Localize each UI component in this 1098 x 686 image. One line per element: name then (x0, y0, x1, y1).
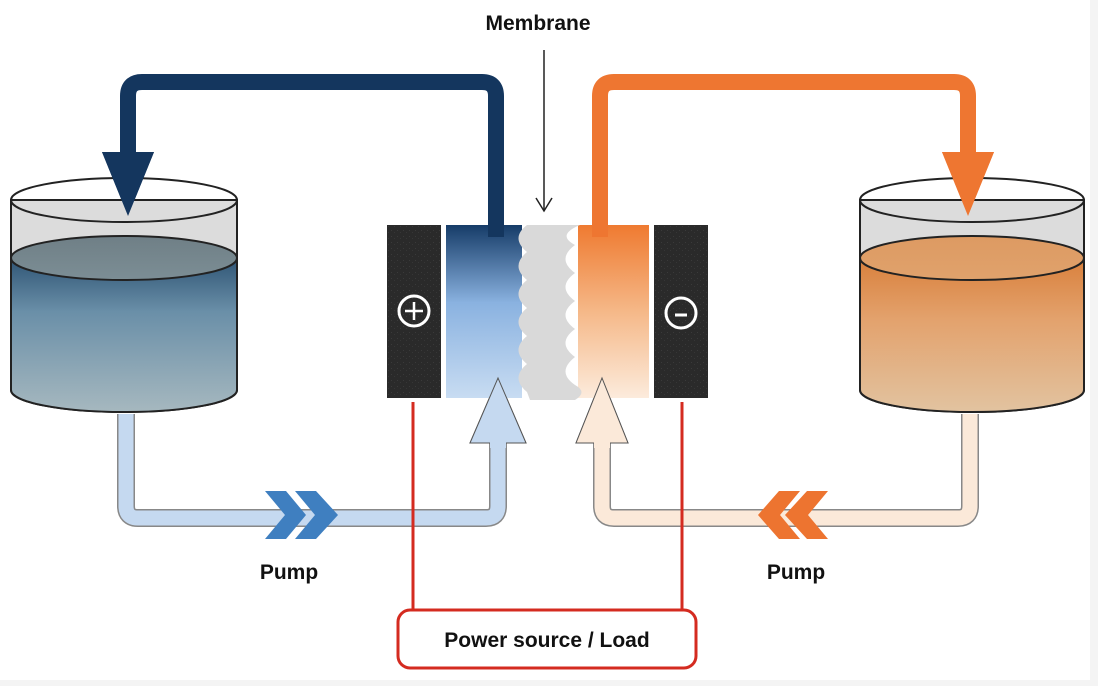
right-tank-inlet-arrow-icon (942, 152, 994, 216)
positive-half-cell (446, 225, 522, 398)
negative-electrode (654, 225, 708, 398)
membrane-label: Membrane (485, 12, 590, 35)
negative-half-cell (578, 225, 649, 398)
power-source-label: Power source / Load (444, 629, 649, 652)
right-pump-icon (758, 491, 828, 539)
membrane (518, 225, 582, 400)
left-pump-label: Pump (260, 561, 318, 584)
positive-electrode (387, 225, 441, 398)
circuit-wires (411, 402, 684, 612)
minus-icon (664, 296, 698, 330)
plus-icon (397, 294, 431, 328)
power-source-box (396, 608, 698, 670)
right-pump-label: Pump (767, 561, 825, 584)
left-tank-inlet-arrow-icon (102, 152, 154, 216)
catholyte-outlet (488, 225, 504, 237)
right-tank (859, 177, 1085, 413)
left-pump-icon (265, 491, 338, 539)
left-tank (10, 177, 238, 413)
membrane-pointer-arrow (535, 50, 553, 213)
anolyte-outlet (592, 225, 608, 237)
